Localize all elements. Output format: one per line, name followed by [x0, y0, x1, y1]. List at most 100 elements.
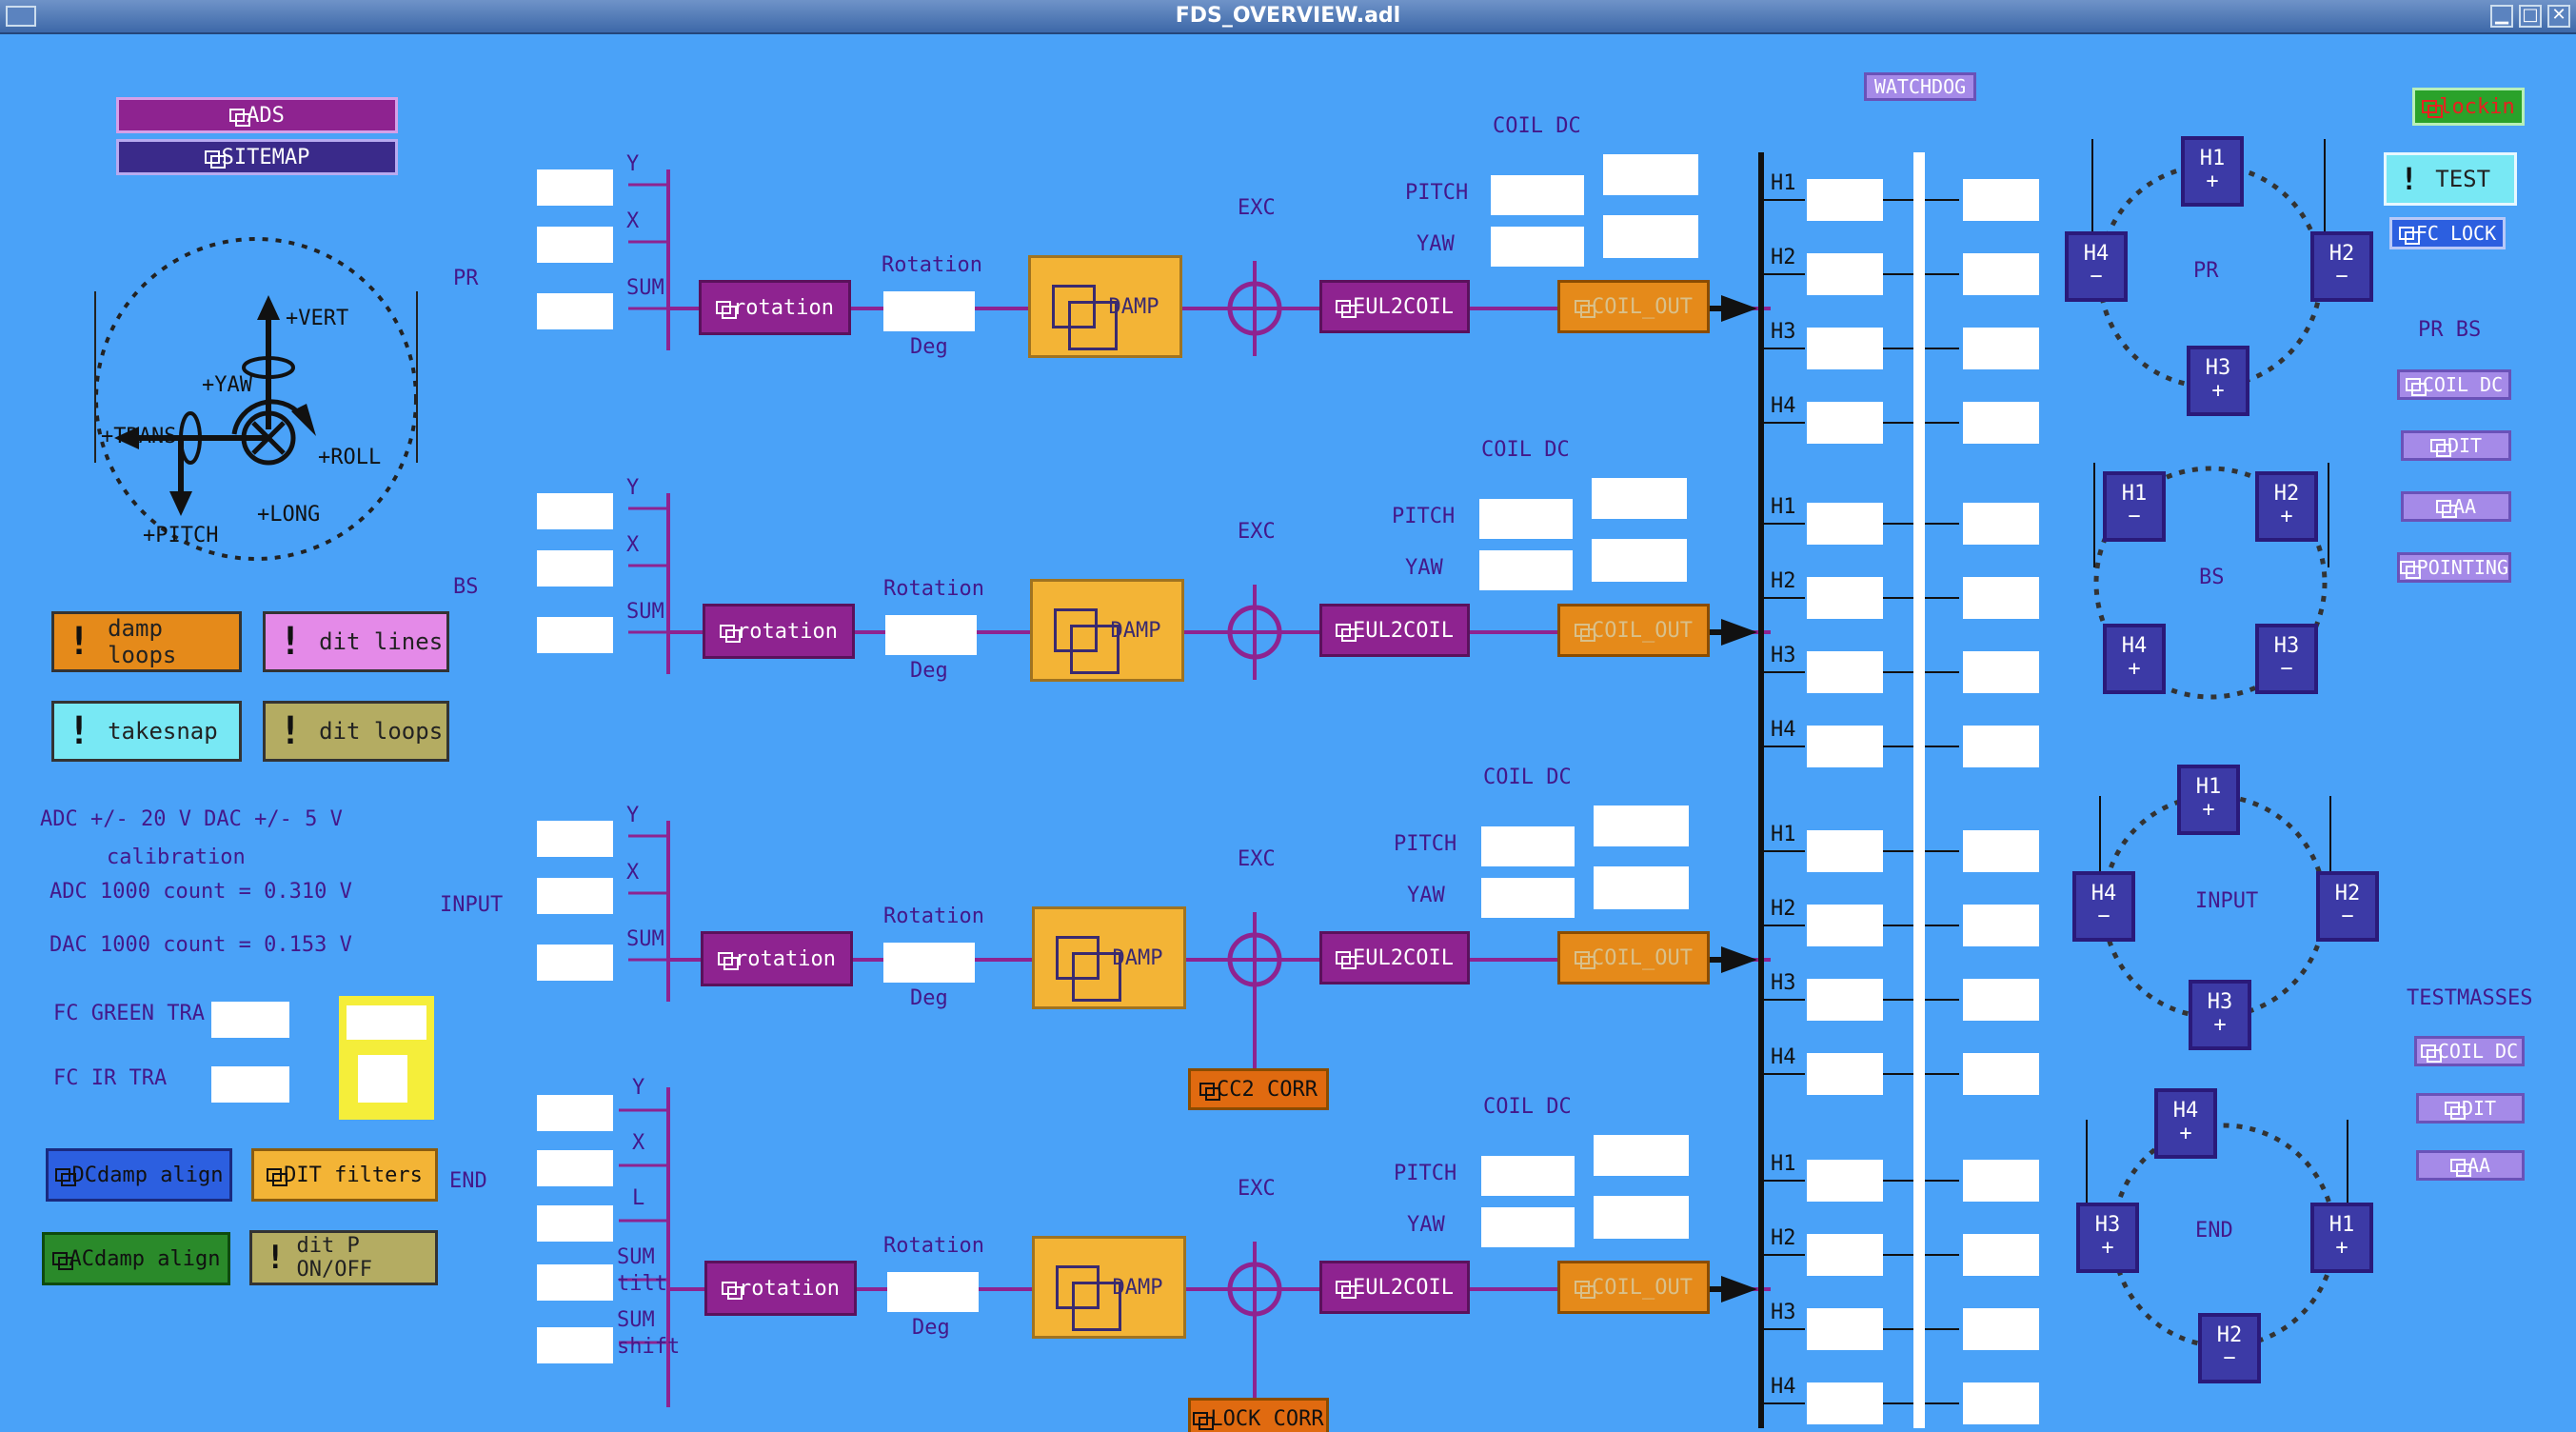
calibration-text: calibration [107, 845, 246, 869]
dcdamp-align-button[interactable]: DCdamp align [46, 1148, 232, 1202]
close-button[interactable]: ✕ [2547, 5, 2570, 28]
dit-lines-label: dit lines [319, 628, 444, 655]
fc-lock-button[interactable]: FC LOCK [2389, 217, 2506, 249]
watchdog-value-input-h1 [1963, 830, 2039, 872]
magnet-sign: + [2213, 1013, 2227, 1037]
minimize-button[interactable]: ▁ [2490, 5, 2513, 28]
pitch-value-end [1481, 1156, 1575, 1196]
corr-button-end[interactable]: LOCK CORR [1188, 1398, 1329, 1432]
input-value-x [537, 227, 613, 263]
magnet-bs-3[interactable]: H4+ [2103, 624, 2166, 694]
magnet-end-0[interactable]: H4+ [2154, 1088, 2217, 1159]
window-menu-button[interactable] [6, 6, 36, 27]
coil-value-input-h3 [1807, 979, 1883, 1021]
magnet-label: H2 [2328, 242, 2355, 266]
tm-dit-button[interactable]: DIT [2416, 1093, 2525, 1124]
magnet-sign: + [2179, 1122, 2192, 1145]
maximize-button[interactable]: □ [2519, 5, 2542, 28]
magnet-end-1[interactable]: H1+ [2310, 1203, 2373, 1273]
eul2coil-button-pr[interactable]: EUL2COIL [1319, 280, 1470, 333]
test-label: TEST [2435, 166, 2491, 192]
prbs-coil-dc-button[interactable]: COIL DC [2397, 369, 2511, 400]
corr-label: LOCK CORR [1210, 1406, 1324, 1431]
coil-out-button-end[interactable]: COIL_OUT [1557, 1261, 1710, 1314]
coil-out-button-bs[interactable]: COIL_OUT [1557, 604, 1710, 657]
damp-block-input[interactable]: DAMP [1032, 906, 1186, 1009]
takesnap-button[interactable]: !takesnap [51, 701, 242, 762]
dit-filters-button[interactable]: DIT filters [251, 1148, 438, 1202]
magnet-input-3[interactable]: H4− [2072, 871, 2135, 942]
coil-out-button-input[interactable]: COIL_OUT [1557, 931, 1710, 984]
output-arrow [1721, 295, 1757, 322]
damp-loops-button[interactable]: !damp loops [51, 611, 242, 672]
eul2coil-button-bs[interactable]: EUL2COIL [1319, 604, 1470, 657]
watchdog-button[interactable]: WATCHDOG [1864, 72, 1976, 101]
corr-button-input[interactable]: CC2 CORR [1188, 1068, 1329, 1110]
prbs-aa-button[interactable]: AA [2401, 491, 2511, 522]
coil-label-bs-h2: H2 [1771, 569, 1796, 593]
coil-out-button-pr[interactable]: COIL_OUT [1557, 280, 1710, 333]
eul2coil-button-input[interactable]: EUL2COIL [1319, 931, 1470, 984]
test-button[interactable]: !TEST [2384, 152, 2517, 206]
dit-lines-button[interactable]: !dit lines [263, 611, 449, 672]
magnet-label: H4 [2121, 634, 2148, 658]
watchdog-value-input-h4 [1963, 1053, 2039, 1095]
dit-p-onoff-button[interactable]: !dit P ON/OFF [249, 1230, 438, 1285]
magnet-input-1[interactable]: H2− [2316, 871, 2379, 942]
magnet-label: H2 [2273, 482, 2300, 506]
magnet-end-2[interactable]: H2− [2198, 1313, 2261, 1383]
rotation-button-input[interactable]: rotation [701, 931, 853, 986]
coil-label-bs-h1: H1 [1771, 495, 1796, 519]
tm-coil-dc-label: COIL DC [2437, 1040, 2519, 1063]
rotation-button-pr[interactable]: rotation [699, 280, 851, 335]
magnet-bs-1[interactable]: H2+ [2255, 471, 2318, 542]
magnet-input-0[interactable]: H1+ [2177, 765, 2240, 835]
magnet-pr-3[interactable]: H4− [2065, 231, 2128, 302]
magnet-end-3[interactable]: H3+ [2076, 1203, 2139, 1273]
sitemap-button[interactable]: SITEMAP [116, 139, 398, 175]
magnet-bs-0[interactable]: H1− [2103, 471, 2166, 542]
magnet-pr-1[interactable]: H2− [2310, 231, 2373, 302]
rotation-button-bs[interactable]: rotation [703, 604, 855, 659]
tm-coil-dc-button[interactable]: COIL DC [2414, 1036, 2525, 1066]
yaw-label-end: YAW [1407, 1213, 1445, 1237]
magnet-bs-2[interactable]: H3− [2255, 624, 2318, 694]
magnet-pr-2[interactable]: H3+ [2187, 346, 2249, 416]
rotation-value-input [883, 943, 975, 983]
magnet-label: H4 [2172, 1099, 2199, 1123]
coil-dc-yaw-bs [1592, 539, 1687, 587]
prbs-pointing-button[interactable]: POINTING [2397, 552, 2511, 583]
damp-block-pr[interactable]: DAMP [1028, 255, 1182, 358]
ads-button[interactable]: ADS [116, 97, 398, 133]
prbs-dit-button[interactable]: DIT [2401, 430, 2511, 461]
coil-dc-yaw-pr [1603, 215, 1698, 263]
ring-label-end: END [2195, 1219, 2233, 1243]
corr-label: CC2 CORR [1217, 1077, 1318, 1102]
magnet-input-2[interactable]: H3+ [2189, 980, 2251, 1050]
testmasses-label: TESTMASSES [2407, 986, 2533, 1010]
axis-compass-drawing [94, 237, 418, 561]
dit-loops-button[interactable]: !dit loops [263, 701, 449, 762]
dac-text: DAC 1000 count = 0.153 V [50, 933, 352, 957]
magnet-pr-0[interactable]: H1+ [2181, 136, 2244, 207]
input-label-x: X [626, 533, 640, 557]
input-value-x [537, 550, 613, 587]
coil-dc-yaw-input [1594, 866, 1689, 914]
magnet-sign: − [2280, 657, 2293, 681]
axis-compass: +VERT +YAW +TRANS +ROLL +PITCH +LONG [91, 234, 421, 567]
lockin-button[interactable]: lockin [2412, 88, 2525, 126]
damp-block-end[interactable]: DAMP [1032, 1236, 1186, 1339]
watchdog-value-bs-h1 [1963, 503, 2039, 545]
rotation-button-end[interactable]: rotation [704, 1261, 857, 1316]
damp-block-bs[interactable]: DAMP [1030, 579, 1184, 682]
long-label: +LONG [257, 503, 321, 527]
tm-aa-button[interactable]: AA [2416, 1150, 2525, 1181]
eul2coil-button-end[interactable]: EUL2COIL [1319, 1261, 1470, 1314]
input-label-end-0: Y [632, 1076, 645, 1100]
yaw-label: +YAW [202, 373, 252, 397]
pitch-label: +PITCH [143, 524, 219, 547]
acdamp-align-button[interactable]: ACdamp align [42, 1232, 230, 1285]
prbs-dit-label: DIT [2447, 434, 2483, 457]
coil-value-pr-h2 [1807, 253, 1883, 295]
yaw-value-bs [1479, 550, 1573, 590]
